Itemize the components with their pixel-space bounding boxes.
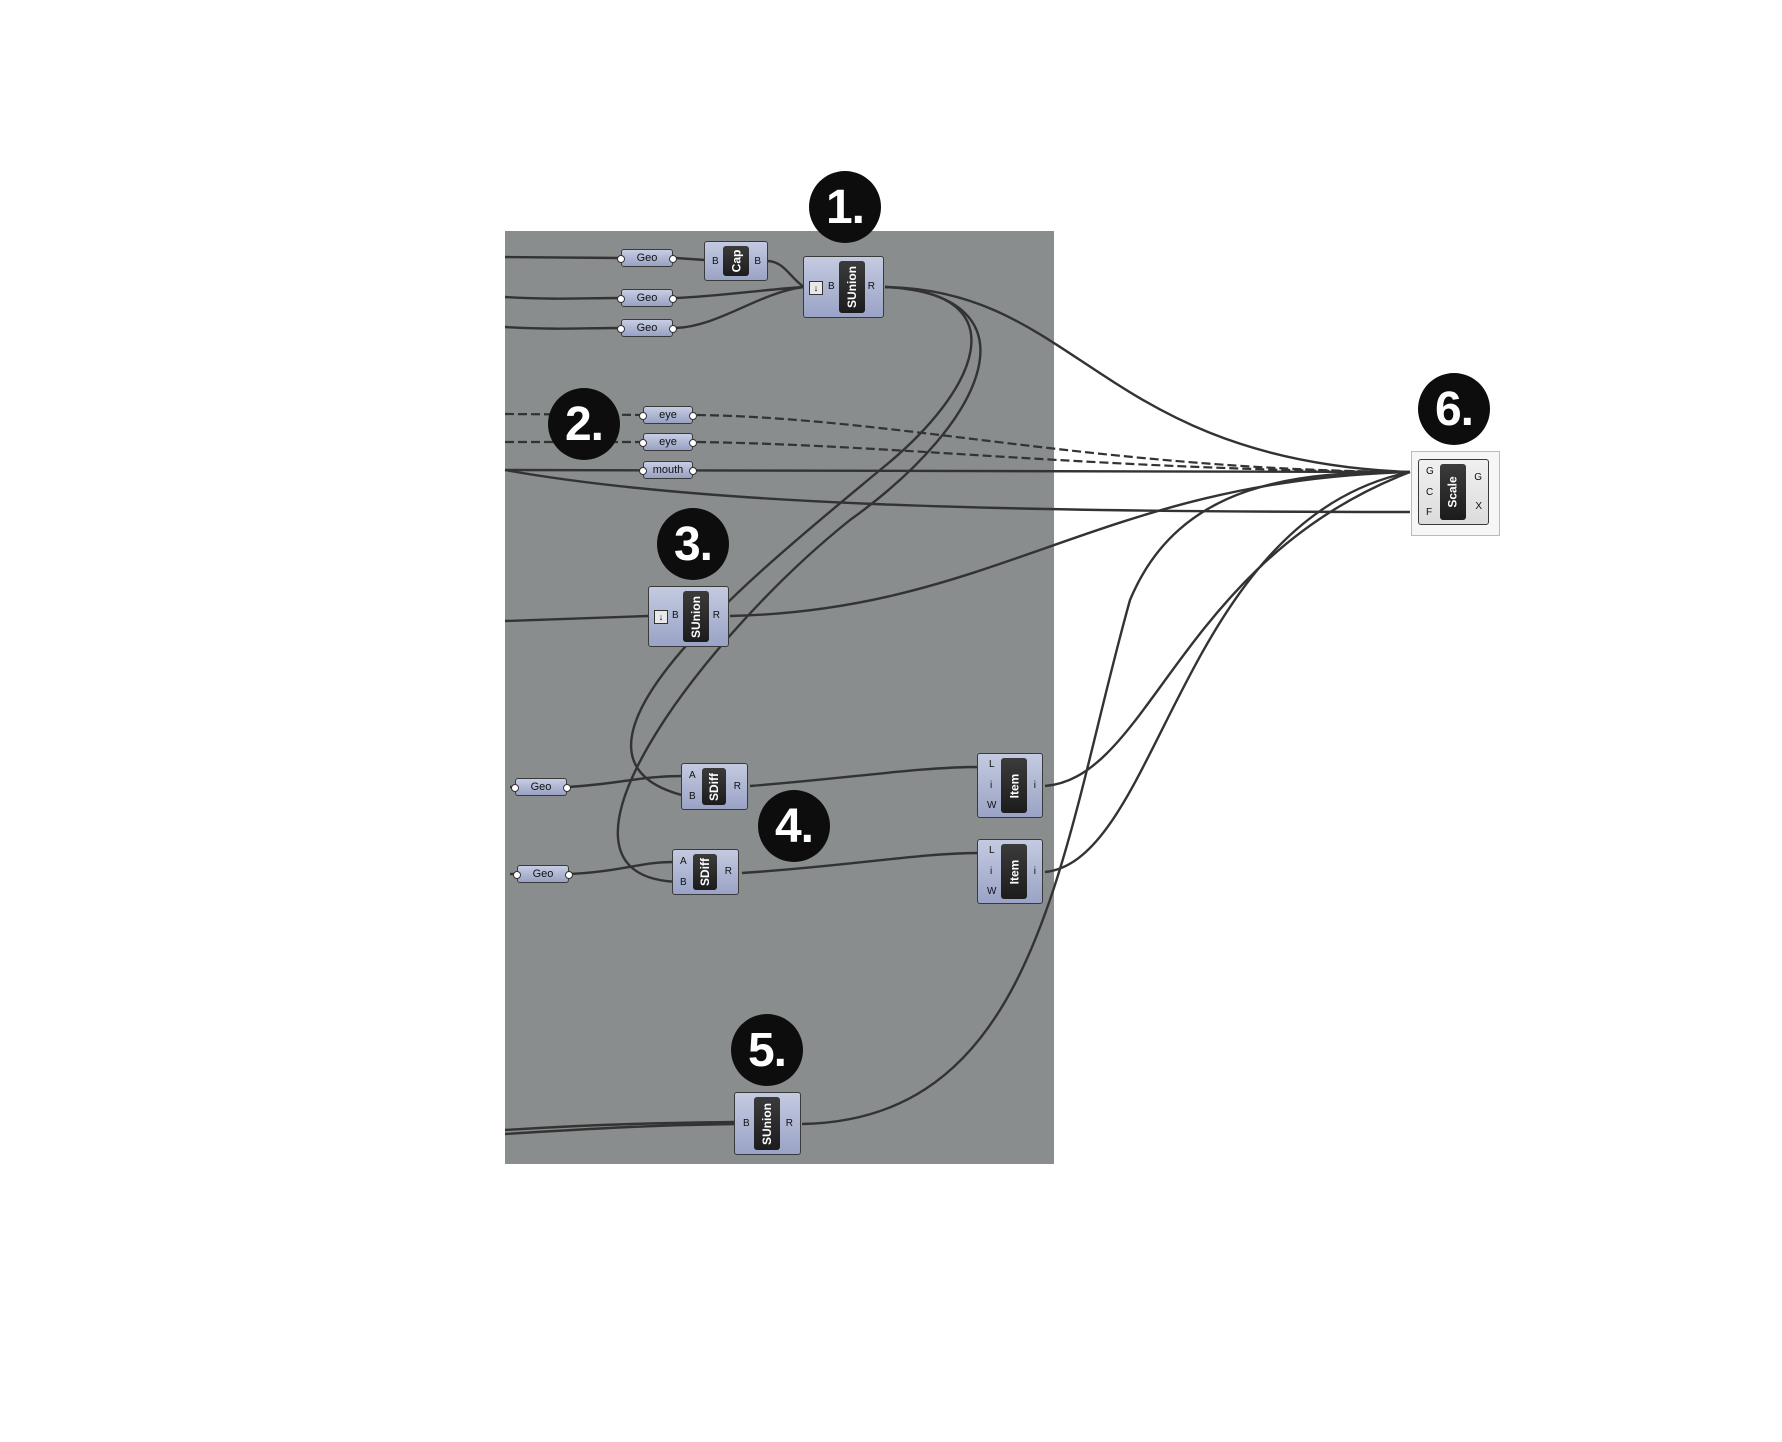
item-label: Item	[1001, 758, 1027, 813]
wire	[675, 285, 805, 330]
sunion-input-b: B	[672, 610, 679, 621]
wire	[1044, 470, 1411, 788]
sunion-output-r: R	[867, 281, 875, 292]
cap-input-b: B	[712, 256, 719, 267]
sdiff-output-r: R	[724, 866, 732, 877]
wire	[504, 295, 621, 300]
item-component-1[interactable]: L i W Item i	[977, 753, 1043, 818]
geo-param[interactable]: Geo	[511, 778, 571, 796]
sdiff-label: SDiff	[702, 768, 726, 805]
cap-label: Cap	[723, 246, 749, 276]
wire	[630, 285, 973, 799]
item-component-2[interactable]: L i W Item i	[977, 839, 1043, 904]
scale-input-g: G	[1426, 466, 1434, 477]
flatten-icon: ↓	[654, 610, 668, 624]
item-input-w: W	[987, 886, 997, 897]
wire	[729, 470, 1411, 618]
wire	[616, 285, 982, 884]
step-badge-2: 2.	[548, 388, 620, 460]
item-label: Item	[1001, 844, 1027, 899]
step-badge-6: 6.	[1418, 373, 1490, 445]
sunion-input-b: B	[828, 281, 835, 292]
wire	[767, 259, 805, 289]
wire	[504, 1120, 736, 1132]
cap-output-b: B	[754, 256, 761, 267]
geo-param[interactable]: Geo	[617, 319, 677, 337]
sdiff-component-2[interactable]: A B SDiff R	[672, 849, 739, 895]
step-badge-4: 4.	[758, 790, 830, 862]
cap-component[interactable]: B Cap B	[704, 241, 768, 281]
scale-output-g: G	[1474, 472, 1482, 483]
geo-param[interactable]: Geo	[617, 249, 677, 267]
item-input-i: i	[990, 866, 993, 877]
wire	[884, 285, 1411, 474]
sdiff-label: SDiff	[693, 854, 717, 890]
flatten-icon: ↓	[809, 281, 823, 295]
scale-input-c: C	[1426, 487, 1434, 498]
item-input-i: i	[990, 780, 993, 791]
sunion-component-3[interactable]: ↓ B SUnion R	[648, 586, 729, 647]
sunion-output-r: R	[785, 1118, 793, 1129]
sunion-label: SUnion	[839, 261, 865, 313]
item-input-w: W	[987, 800, 997, 811]
wire	[675, 256, 706, 262]
sunion-output-r: R	[712, 610, 720, 621]
wire	[749, 765, 980, 788]
wire	[566, 774, 683, 789]
scale-component[interactable]: G C F Scale G X	[1418, 459, 1489, 525]
wire-dashed	[696, 440, 1411, 474]
sdiff-input-a: A	[680, 856, 687, 867]
item-input-l: L	[989, 759, 995, 770]
wire	[504, 614, 649, 623]
wire	[801, 470, 1411, 1126]
wire	[504, 325, 621, 330]
item-output-i: i	[1033, 866, 1036, 877]
sdiff-input-b: B	[680, 877, 687, 888]
scale-output-x: X	[1475, 501, 1482, 512]
sunion-component-1[interactable]: ↓ B SUnion R	[803, 256, 884, 318]
step-badge-1: 1.	[809, 171, 881, 243]
sunion-label: SUnion	[683, 591, 709, 642]
geo-param[interactable]: Geo	[513, 865, 573, 883]
wire	[1044, 470, 1411, 874]
sunion-label: SUnion	[754, 1097, 780, 1150]
mouth-param[interactable]: mouth	[639, 461, 697, 479]
wire	[504, 468, 1411, 514]
eye-param[interactable]: eye	[639, 433, 697, 451]
step-badge-3: 3.	[657, 508, 729, 580]
sdiff-component-1[interactable]: A B SDiff R	[681, 763, 748, 810]
wire	[675, 285, 805, 300]
eye-param[interactable]: eye	[639, 406, 697, 424]
wire	[741, 851, 980, 875]
wire-dashed	[696, 413, 1411, 474]
sunion-component-5[interactable]: B SUnion R	[734, 1092, 801, 1155]
sunion-input-b: B	[743, 1118, 750, 1129]
item-input-l: L	[989, 845, 995, 856]
geo-param[interactable]: Geo	[617, 289, 677, 307]
scale-input-f: F	[1426, 507, 1433, 518]
sdiff-input-b: B	[689, 791, 696, 802]
wire	[504, 255, 621, 260]
wire	[504, 1122, 736, 1136]
grasshopper-canvas-panel	[505, 231, 1054, 1164]
wire	[567, 860, 674, 876]
step-badge-5: 5.	[731, 1014, 803, 1086]
sdiff-input-a: A	[689, 770, 696, 781]
sdiff-output-r: R	[733, 781, 741, 792]
item-output-i: i	[1033, 780, 1036, 791]
scale-label: Scale	[1440, 464, 1466, 520]
